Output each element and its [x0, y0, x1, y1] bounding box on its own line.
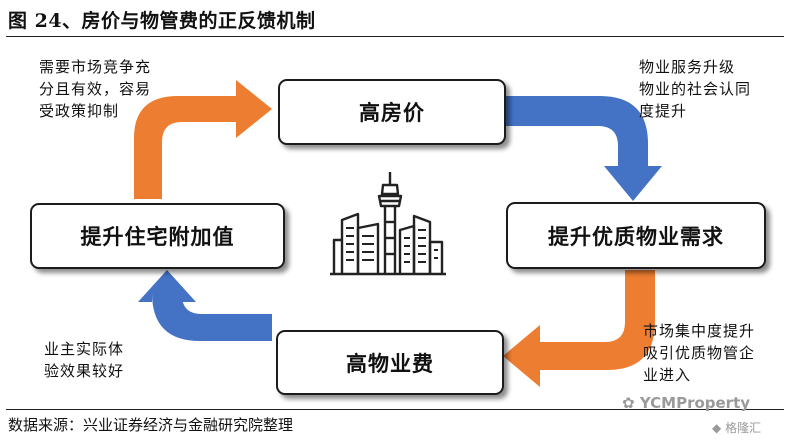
note-line: 受政策抑制: [39, 102, 120, 120]
arrow-bottom-to-left: [138, 270, 272, 341]
note-line: 业进入: [643, 366, 692, 384]
watermark-ycm: ✿ YCMProperty: [622, 394, 750, 412]
arrow-right-to-bottom: [503, 270, 655, 387]
arrow-top-to-right: [505, 96, 662, 201]
note-line: 吸引优质物管企: [643, 344, 756, 362]
note-top-right: 物业服务升级 物业的社会认同 度提升: [639, 56, 751, 122]
note-line: 验效果较好: [44, 362, 125, 380]
wechat-icon: ✿: [622, 394, 635, 412]
watermark-gelonghui: ◆ 格隆汇: [712, 419, 761, 436]
node-high-house-price: 高房价: [278, 79, 506, 145]
gelonghui-logo-icon: ◆: [712, 421, 722, 435]
node-quality-property-demand: 提升优质物业需求: [506, 202, 766, 269]
top-rule: [6, 36, 784, 37]
note-bottom-left: 业主实际体 验效果较好: [44, 338, 124, 382]
node-high-property-fee: 高物业费: [276, 330, 504, 395]
city-buildings-icon: [330, 172, 446, 276]
source-note: 数据来源：兴业证券经济与金融研究院整理: [8, 416, 294, 434]
note-line: 物业服务升级: [639, 58, 736, 76]
note-line: 分且有效，容易: [39, 80, 152, 98]
note-line: 市场集中度提升: [643, 322, 756, 340]
node-housing-value-add: 提升住宅附加值: [30, 203, 285, 269]
note-line: 物业的社会认同: [639, 80, 752, 98]
note-bottom-right: 市场集中度提升 吸引优质物管企 业进入: [643, 320, 755, 386]
note-line: 业主实际体: [44, 340, 125, 358]
watermark-text: YCMProperty: [639, 394, 751, 412]
watermark-text: 格隆汇: [725, 421, 762, 435]
bottom-rule: [6, 409, 784, 410]
figure-title: 图 24、房价与物管费的正反馈机制: [8, 10, 316, 32]
arrow-left-to-top: [134, 80, 272, 199]
note-line: 需要市场竞争充: [39, 58, 152, 76]
note-top-left: 需要市场竞争充 分且有效，容易 受政策抑制: [39, 56, 151, 122]
note-line: 度提升: [639, 102, 688, 120]
